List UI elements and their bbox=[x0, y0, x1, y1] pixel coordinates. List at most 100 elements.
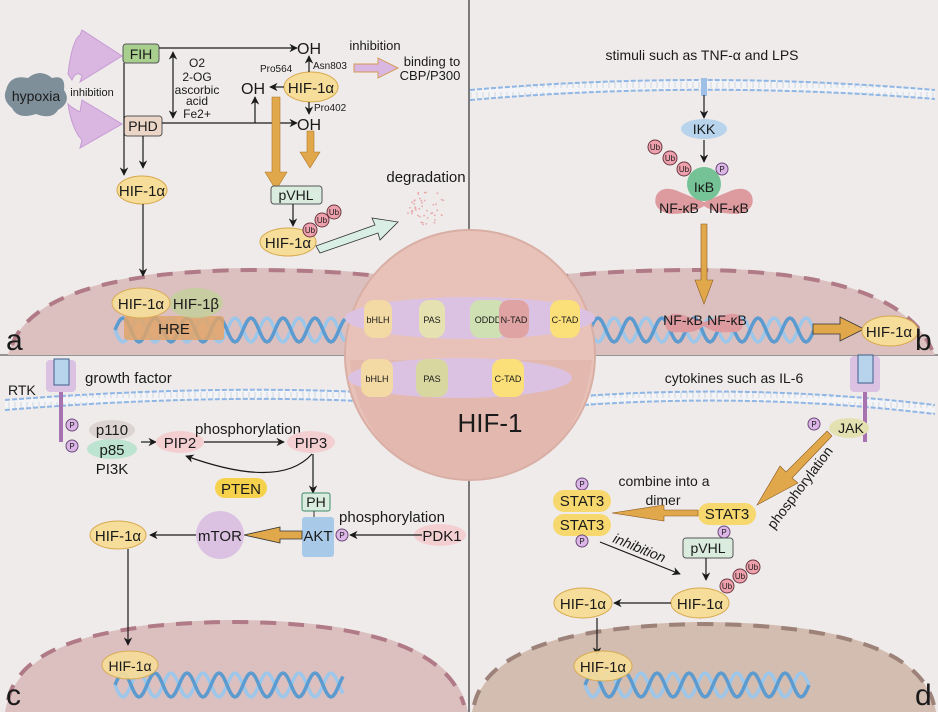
particle-dot bbox=[417, 214, 419, 217]
nfkb-left-label: NF-κB bbox=[659, 200, 699, 216]
particle-dot bbox=[426, 217, 429, 219]
particle-dot bbox=[435, 203, 437, 206]
particle-dot bbox=[436, 209, 439, 212]
stat3-monomer-label: STAT3 bbox=[705, 506, 749, 523]
p110-oval bbox=[89, 420, 135, 440]
panel-b: stimuli such as TNF-α and LPS IKK IκB NF… bbox=[605, 47, 931, 357]
hif1a-center-label: HIF-1α bbox=[288, 80, 335, 97]
particle-dot bbox=[421, 221, 424, 224]
particle-dot bbox=[434, 219, 436, 221]
dna-helix-icon bbox=[113, 671, 345, 699]
ub-text: Ub bbox=[722, 582, 733, 591]
pten-reverse-arrow bbox=[185, 453, 313, 474]
particle-dot bbox=[413, 203, 415, 205]
phosphate-text: P bbox=[339, 531, 344, 540]
hif1a-c-nuclear-label: HIF-1α bbox=[108, 658, 151, 674]
akt-box bbox=[302, 517, 334, 557]
ub-chain-b: Ub Ub Ub bbox=[647, 139, 692, 177]
particle-dot bbox=[422, 223, 424, 226]
hif1a-domain-oddd bbox=[470, 300, 506, 338]
pvhl-box-d bbox=[682, 537, 734, 559]
phosphate-text: P bbox=[579, 480, 584, 489]
hif1a-b-label: HIF-1α bbox=[866, 324, 913, 341]
oh-asn803: OH bbox=[297, 41, 321, 58]
hif1a-d-nuclear-oval bbox=[573, 650, 633, 682]
nfkb-nuclear-shape bbox=[665, 313, 743, 333]
hif1a-degradation-label: HIF-1α bbox=[265, 235, 312, 252]
phosphate-text: P bbox=[69, 442, 74, 451]
particle-dot bbox=[421, 201, 423, 204]
ph-label: PH bbox=[306, 494, 325, 510]
ub-icon bbox=[314, 212, 330, 228]
cofactor-acid: acid bbox=[186, 94, 208, 108]
hif1a-nuclear-label: HIF-1α bbox=[118, 296, 165, 313]
particle-dot bbox=[441, 214, 443, 217]
phosphorylation-bottom-label: phosphorylation bbox=[339, 509, 445, 526]
panel-d: cytokines such as IL-6 JAK P phosphoryla… bbox=[553, 354, 932, 712]
hif1a-d-ub-label: HIF-1α bbox=[677, 596, 724, 613]
pro564-label: Pro564 bbox=[260, 64, 293, 75]
pip2-label: PIP2 bbox=[164, 435, 197, 452]
hre-label: HRE bbox=[158, 321, 190, 338]
hif1b-label: HIF-1β bbox=[173, 296, 220, 313]
hif1a-domain-label: ODDD bbox=[475, 315, 502, 325]
hif1b-oval bbox=[169, 288, 223, 318]
hre-box bbox=[124, 316, 224, 340]
particle-dot bbox=[421, 205, 423, 208]
particle-dot bbox=[426, 209, 428, 212]
hif1b-domain-bhlh bbox=[361, 359, 393, 397]
receptor-channel-icon bbox=[701, 78, 707, 96]
inhibition-arrow-phd bbox=[67, 99, 123, 150]
phosphate-icon bbox=[807, 417, 821, 431]
ub-text: Ub bbox=[735, 572, 746, 581]
stat3-dimer-bottom-pill bbox=[553, 514, 611, 536]
hif1a-domain-c-tad bbox=[550, 300, 580, 338]
oh-pro402: OH bbox=[297, 117, 321, 134]
akt-label: AKT bbox=[303, 528, 332, 545]
cofactor-2og: 2-OG bbox=[182, 70, 211, 84]
hif1b-domain-label: PAS bbox=[423, 374, 440, 384]
particle-dot bbox=[423, 191, 426, 194]
stat3-dimer-top-label: STAT3 bbox=[560, 493, 604, 510]
ikk-label: IKK bbox=[693, 121, 716, 137]
jak-label: JAK bbox=[838, 420, 864, 436]
panel-c: RTK growth factor P P p110 p85 PI3K PIP2… bbox=[6, 358, 466, 712]
particle-dot bbox=[436, 192, 439, 195]
ub-text: Ub bbox=[305, 226, 316, 235]
pip3-oval bbox=[287, 431, 335, 453]
hif1a-nuclear-oval bbox=[111, 287, 171, 319]
hif1a-b-oval bbox=[861, 315, 919, 347]
hif1-title: HIF-1 bbox=[458, 408, 523, 438]
pvhl-label-a: pVHL bbox=[278, 187, 313, 203]
cofactor-o2: O2 bbox=[189, 56, 205, 70]
pro402-label: Pro402 bbox=[314, 103, 347, 114]
hif1a-domain-label: C-TAD bbox=[552, 315, 579, 325]
combine-label-2: dimer bbox=[645, 492, 680, 508]
degradation-arrow bbox=[315, 217, 399, 254]
hif1a-domain-bhlh bbox=[364, 300, 392, 338]
stat3-dimer-bottom-label: STAT3 bbox=[560, 517, 604, 534]
ub-chain-a: Ub Ub Ub bbox=[302, 204, 342, 238]
cofactor-ascorbic: ascorbic bbox=[175, 83, 220, 97]
pip2-oval bbox=[156, 431, 204, 453]
hif1a-c-nuclear-oval bbox=[101, 650, 159, 680]
orange-arrow-pro402 bbox=[299, 130, 321, 169]
akt-to-mtor-arrow bbox=[243, 526, 303, 544]
hif1a-domain-n-tad bbox=[499, 300, 529, 338]
degradation-particles-icon bbox=[407, 191, 445, 226]
asn803-label: Asn803 bbox=[313, 61, 347, 72]
nucleus-c bbox=[5, 619, 468, 712]
ub-text: Ub bbox=[650, 143, 661, 152]
particle-dot bbox=[423, 214, 425, 217]
cytokine-receptor-stalk bbox=[863, 392, 867, 442]
nfkb-nuclear-left: NF-κB bbox=[663, 312, 703, 328]
hif1b-domain-pas bbox=[416, 359, 448, 397]
pvhl-box-a bbox=[270, 185, 323, 205]
particle-dot bbox=[440, 198, 443, 201]
particle-dot bbox=[417, 191, 420, 194]
rtk-ligand-slot bbox=[53, 358, 70, 386]
phosphate-icon bbox=[335, 528, 349, 542]
